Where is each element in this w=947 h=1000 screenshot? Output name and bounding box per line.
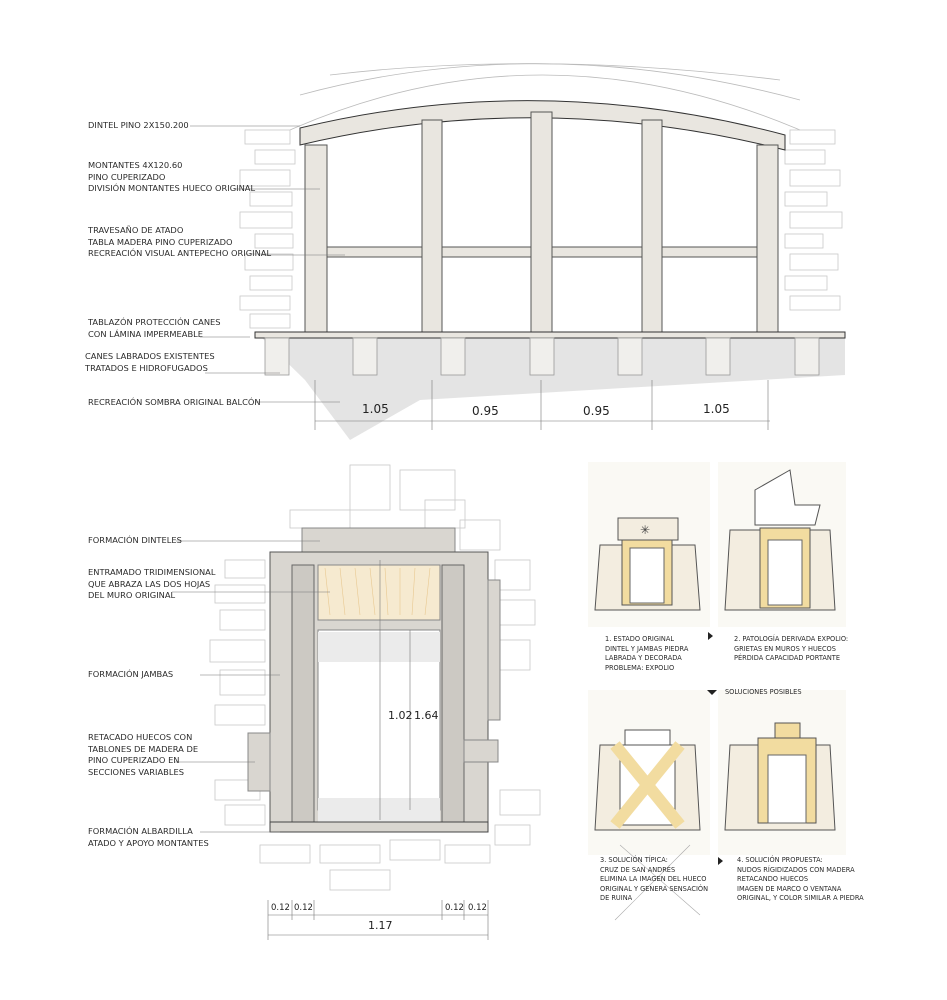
label-dinteles: FORMACIÓN DINTELES <box>88 535 182 545</box>
right-wedge-lower <box>463 739 499 763</box>
sketch-3 <box>588 690 710 855</box>
sketch-4 <box>718 690 846 855</box>
balcony-shadow <box>262 338 845 440</box>
label-dintel: DINTEL PINO 2X150.200 <box>88 120 189 130</box>
label-sombra: RECREACIÓN SOMBRA ORIGINAL BALCÓN <box>88 397 261 407</box>
leader-lines-top <box>190 125 770 430</box>
balcony-plank <box>254 331 846 339</box>
inner-dim-height: 1.64 <box>414 709 439 722</box>
upper-shade <box>318 632 440 662</box>
solutions-heading: SOLUCIONES POSIBLES <box>725 688 802 696</box>
sill <box>269 821 489 833</box>
caption-2: 2. PATOLOGÍA DERIVADA EXPOLIO:GRIETAS EN… <box>734 635 849 662</box>
corbels <box>264 337 820 376</box>
lintel-hatch <box>324 567 431 616</box>
bottom-dim: 0.12 <box>468 903 487 913</box>
lintel-block <box>301 527 456 553</box>
stone-wall-section <box>209 464 541 891</box>
right-jamb <box>441 564 465 823</box>
svg-text:✳: ✳ <box>640 523 650 537</box>
cross-out-lines <box>614 844 701 921</box>
bottom-dim: 0.12 <box>445 903 464 913</box>
arrow-right-icon <box>708 632 713 640</box>
sketch-1: ✳ <box>588 462 710 627</box>
bottom-dim: 0.12 <box>271 903 290 913</box>
arrow-right-icon <box>718 857 723 865</box>
dimension: 0.95 <box>472 404 499 418</box>
label-jambas: FORMACIÓN JAMBAS <box>88 669 174 679</box>
stone-arch-top <box>289 63 801 131</box>
bottom-dim: 0.12 <box>294 903 313 913</box>
inner-dim-width: 1.02 <box>388 709 413 722</box>
dimension: 1.05 <box>362 402 389 416</box>
arrow-down-icon <box>707 690 717 695</box>
transom <box>326 246 758 258</box>
stone-wall-left <box>239 129 843 329</box>
mullions <box>304 111 779 333</box>
total-width-dim: 1.17 <box>368 919 393 932</box>
dimension: 0.95 <box>583 404 610 418</box>
dimension: 1.05 <box>703 402 730 416</box>
caption-4: 4. SOLUCIÓN PROPUESTA:NUDOS RÍGIDIZADOS … <box>737 856 864 902</box>
sketch-2 <box>718 462 846 627</box>
lower-shade <box>318 798 440 822</box>
right-wedge <box>487 579 501 721</box>
leader-lines-bottom <box>172 540 489 940</box>
lintel-timbers <box>317 564 441 621</box>
left-jamb <box>291 564 315 823</box>
